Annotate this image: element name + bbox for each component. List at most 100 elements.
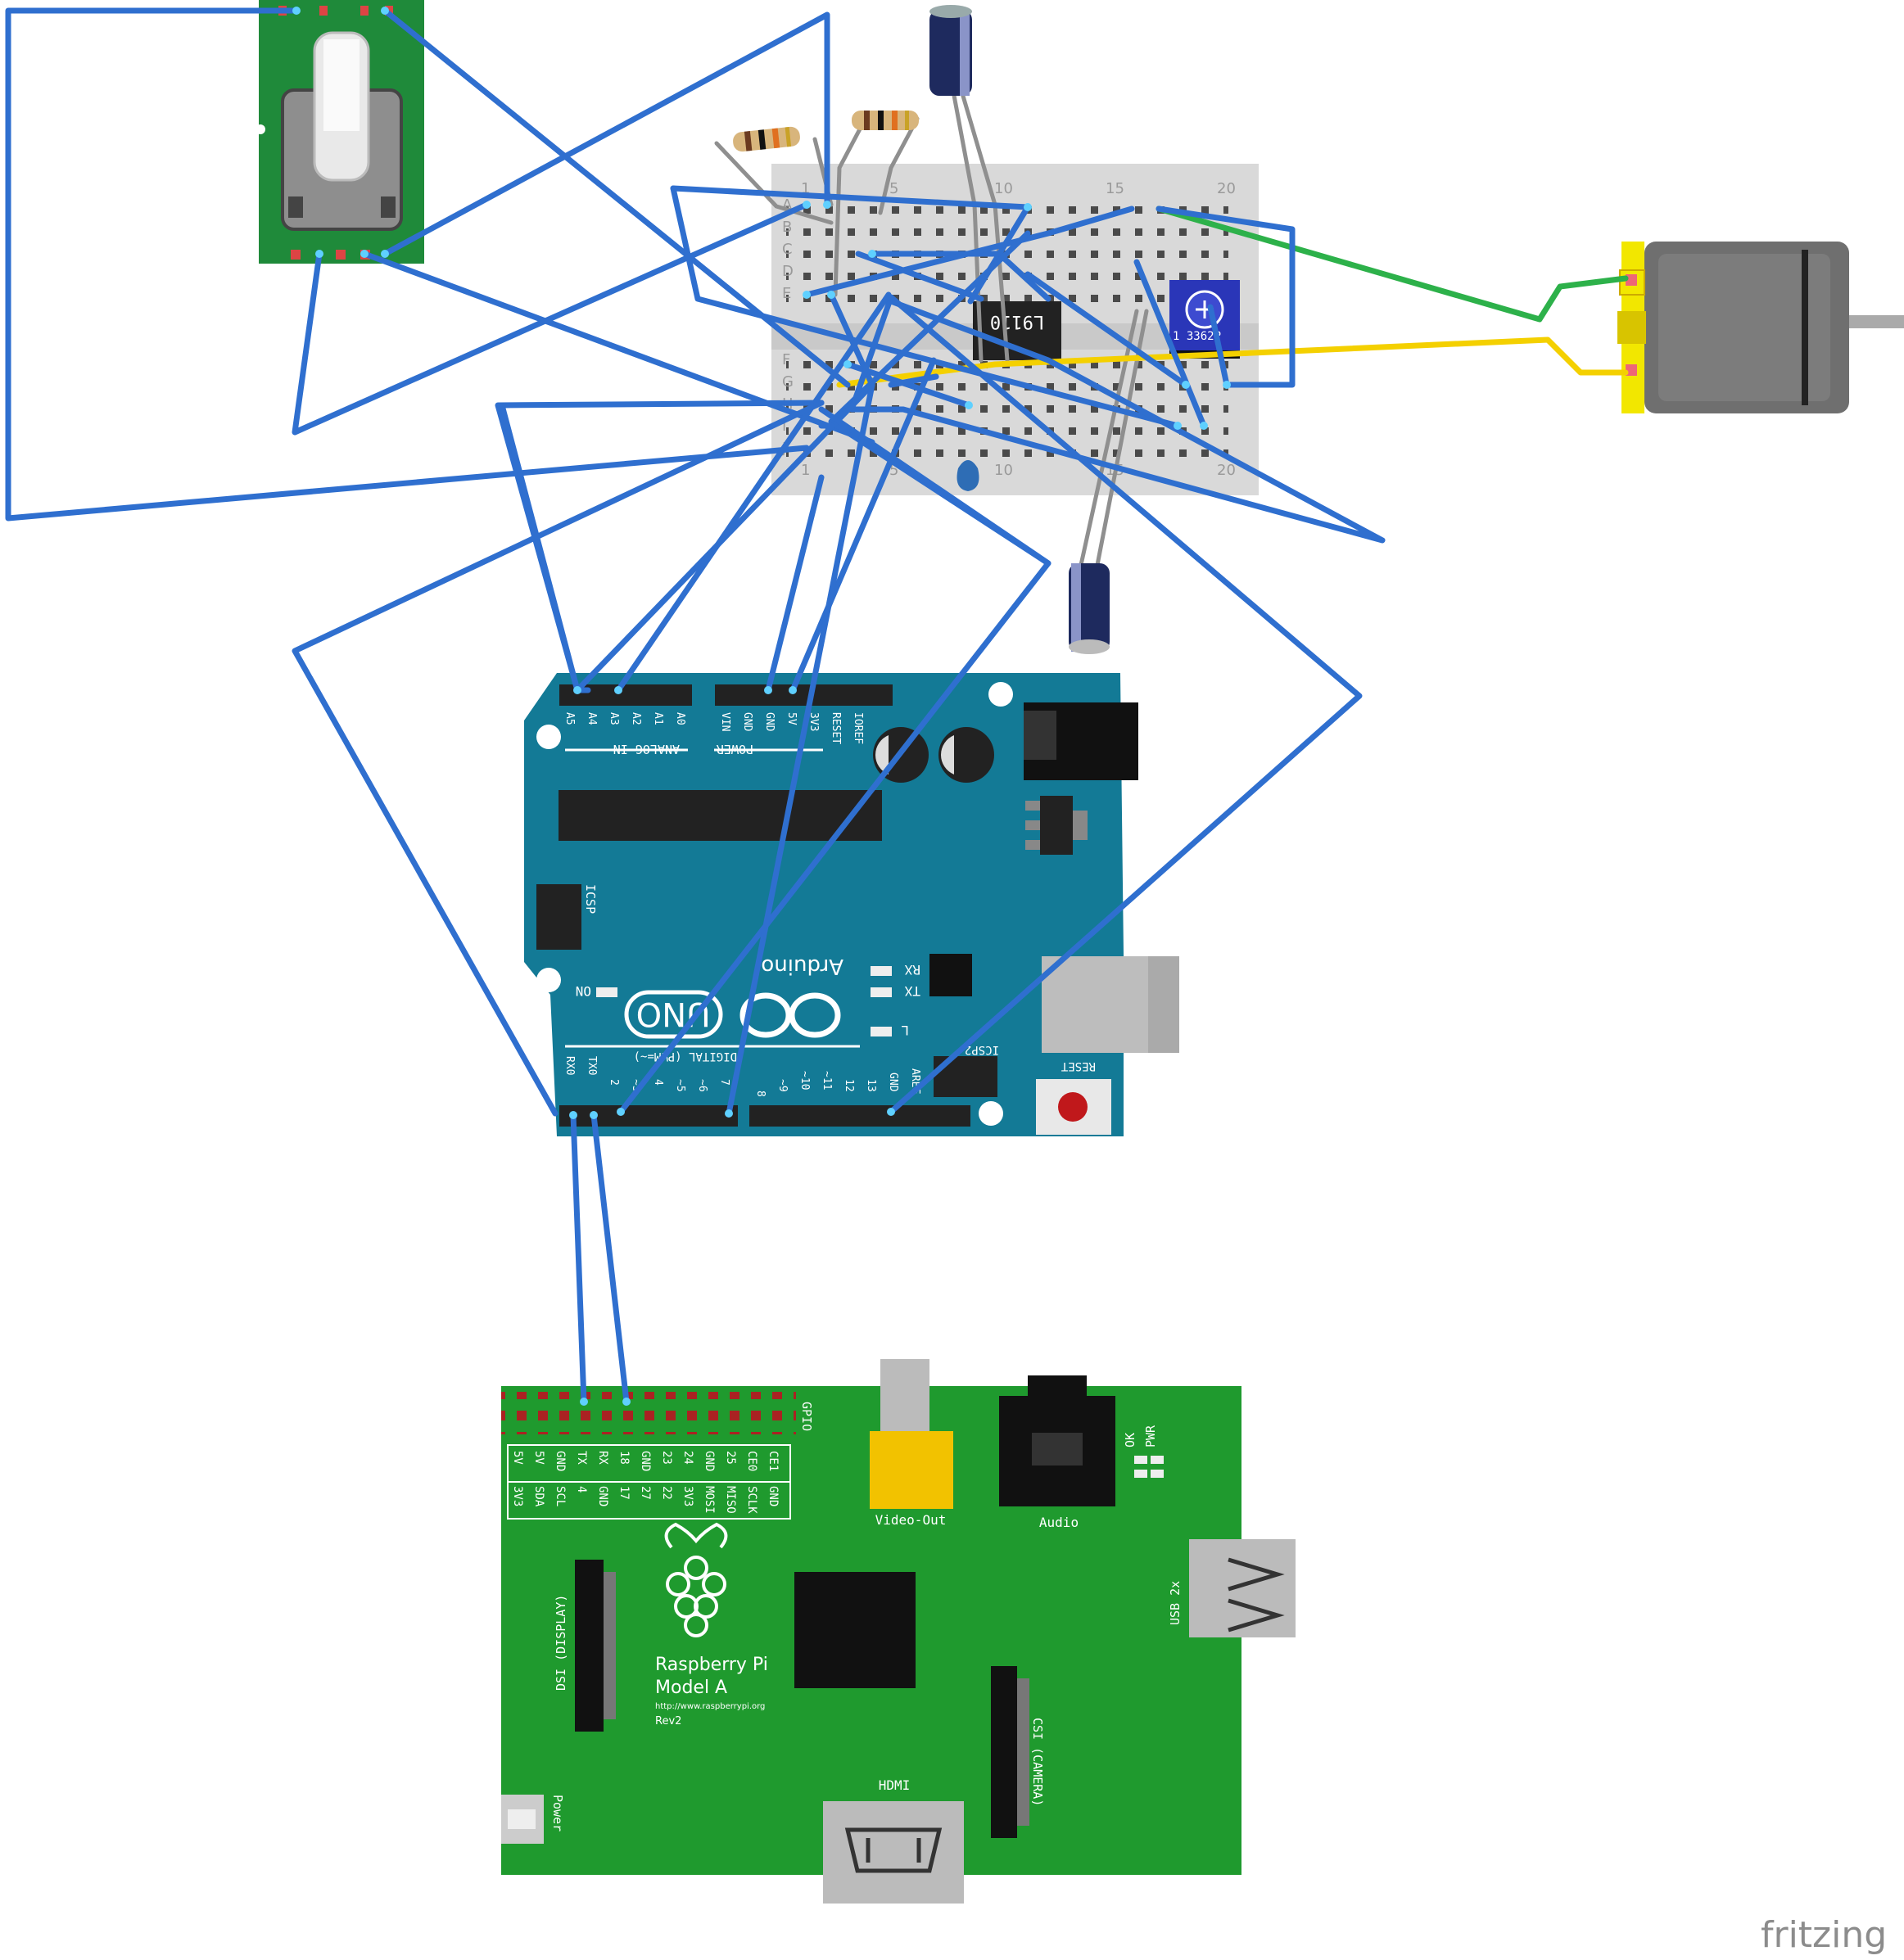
brand-line1: Raspberry Pi	[655, 1655, 768, 1675]
rpi-pin-top-10: 25	[724, 1451, 737, 1465]
bb-row-e: E	[782, 285, 791, 302]
digital-title: DIGITAL (PWM=~)	[634, 1050, 737, 1063]
wire-endpoints	[292, 7, 1231, 1406]
green-motor-wire	[1156, 205, 1629, 323]
trimpot: 1 3362P	[1169, 280, 1240, 359]
brand-url: http://www.raspberrypi.org	[655, 1702, 765, 1711]
icsp-label: ICSP	[583, 884, 598, 914]
pin-reset: RESET	[830, 712, 842, 744]
soc-chip	[794, 1572, 916, 1688]
pin-a2: A2	[630, 712, 642, 725]
rpi-pin-top-12: CE1	[767, 1451, 780, 1471]
ic-label: L9110	[990, 311, 1044, 332]
bb-col-1-top: 1	[801, 180, 810, 197]
dc-motor	[1617, 242, 1904, 413]
pin-d13: 13	[865, 1079, 877, 1092]
bb-col-20-top: 20	[1217, 180, 1236, 197]
rpi-uart-wires	[570, 1112, 630, 1405]
csi-connector	[991, 1666, 1017, 1838]
arduino-uno: A5 A4 A3 A2 A1 A0 VIN GND GND 5V 3V3 RES…	[524, 673, 1179, 1136]
rpi-pin-top-3: TX	[575, 1451, 588, 1465]
pin-d4: 4	[652, 1079, 664, 1086]
usb-label: USB 2x	[1168, 1581, 1183, 1625]
mounting-hole-icon	[256, 124, 265, 134]
resistor-1	[733, 126, 800, 152]
gpio-label: GPIO	[799, 1402, 814, 1431]
bb-col-1-bottom: 1	[801, 462, 810, 479]
pin-a1: A1	[652, 712, 664, 725]
pin-a3: A3	[608, 712, 620, 725]
bb-row-c: C	[782, 241, 793, 258]
rpi-pin-top-11: CE0	[745, 1451, 758, 1471]
rpi-pin-top-6: GND	[639, 1451, 652, 1471]
brand-line2: Model A	[655, 1678, 727, 1698]
digital-header-low	[559, 1105, 738, 1127]
bb-row-i: I	[782, 418, 786, 435]
tx-label: TX	[904, 983, 920, 999]
pin-d1: TX0	[586, 1056, 598, 1075]
pin-a4: A4	[586, 712, 598, 725]
pin-5v: 5V	[785, 712, 798, 725]
rpi-pin-bottom-3: 4	[575, 1486, 588, 1493]
dsi-connector	[575, 1560, 604, 1732]
rotary-encoder	[256, 0, 424, 264]
pin-d7: 7	[718, 1079, 730, 1086]
video-out-connector	[880, 1359, 929, 1441]
brand-rev: Rev2	[655, 1715, 681, 1727]
bb-row-d: D	[782, 263, 794, 280]
bb-col-10-top: 10	[994, 180, 1013, 197]
pin-d10: ~10	[798, 1071, 811, 1090]
pin-ioref: IOREF	[852, 712, 864, 744]
raspberry-pi-model-a: GPIO 5V 5V GND TX RX 18 GND 23 24 GND 25…	[501, 1359, 1296, 1904]
bb-row-f: F	[782, 351, 790, 368]
rx-label: RX	[904, 962, 920, 978]
pin-d11: ~11	[821, 1071, 833, 1090]
fritzing-watermark: fritzing	[1761, 1914, 1887, 1956]
rpi-pin-top-7: 23	[660, 1451, 673, 1465]
raspberry-logo-icon	[664, 1522, 728, 1637]
hdmi-label: HDMI	[879, 1777, 911, 1793]
icsp2-label: ICSP2	[965, 1043, 999, 1056]
rpi-pin-bottom-5: 17	[617, 1486, 631, 1500]
ceramic-capacitor	[957, 460, 979, 491]
rpi-pin-bottom-6: 27	[639, 1486, 652, 1500]
rpi-pin-top-0: 5V	[511, 1451, 524, 1465]
video-out-label: Video-Out	[875, 1512, 947, 1528]
pin-a0: A0	[674, 712, 686, 725]
usb-port[interactable]	[1189, 1539, 1296, 1637]
rpi-pin-top-5: 18	[617, 1451, 631, 1465]
bb-col-5-bottom: 5	[889, 462, 898, 479]
pin-d9: ~9	[776, 1079, 789, 1092]
rpi-pin-bottom-0: 3V3	[511, 1486, 524, 1506]
mounting-hole-icon	[988, 682, 1013, 707]
gpio-header	[501, 1392, 796, 1434]
pwr-label: PWR	[1143, 1425, 1158, 1447]
bb-col-20-bottom: 20	[1217, 462, 1236, 479]
rpi-pin-bottom-4: GND	[596, 1486, 609, 1506]
bb-row-g: G	[782, 373, 794, 391]
mounting-hole-icon	[536, 968, 561, 992]
rpi-pin-top-9: GND	[703, 1451, 716, 1471]
power-header	[715, 684, 893, 706]
pin-gnd-2: GND	[763, 712, 776, 732]
icsp-header	[536, 884, 581, 950]
hdmi-port[interactable]	[823, 1801, 964, 1904]
bb-col-15-top: 15	[1106, 180, 1124, 197]
rpi-pin-bottom-1: SDA	[532, 1486, 545, 1507]
pin-gnd-digital: GND	[887, 1073, 899, 1092]
pin-d5: ~5	[674, 1079, 686, 1092]
arduino-board	[524, 673, 1124, 1136]
electrolytic-capacitor-2	[1069, 563, 1110, 654]
pin-3v3: 3V3	[807, 712, 820, 731]
resistor-2	[852, 111, 919, 130]
ok-label: OK	[1123, 1433, 1137, 1447]
digital-header-high	[749, 1105, 970, 1127]
bb-row-b: B	[782, 219, 792, 236]
pin-vin: VIN	[719, 712, 731, 731]
rpi-pin-bottom-10: MISO	[724, 1486, 737, 1514]
mounting-hole-icon	[979, 1101, 1003, 1126]
dsi-label: DSI (DISPLAY)	[554, 1595, 568, 1691]
pin-d0: RX0	[563, 1056, 576, 1075]
rpi-pin-bottom-12: GND	[767, 1486, 780, 1506]
